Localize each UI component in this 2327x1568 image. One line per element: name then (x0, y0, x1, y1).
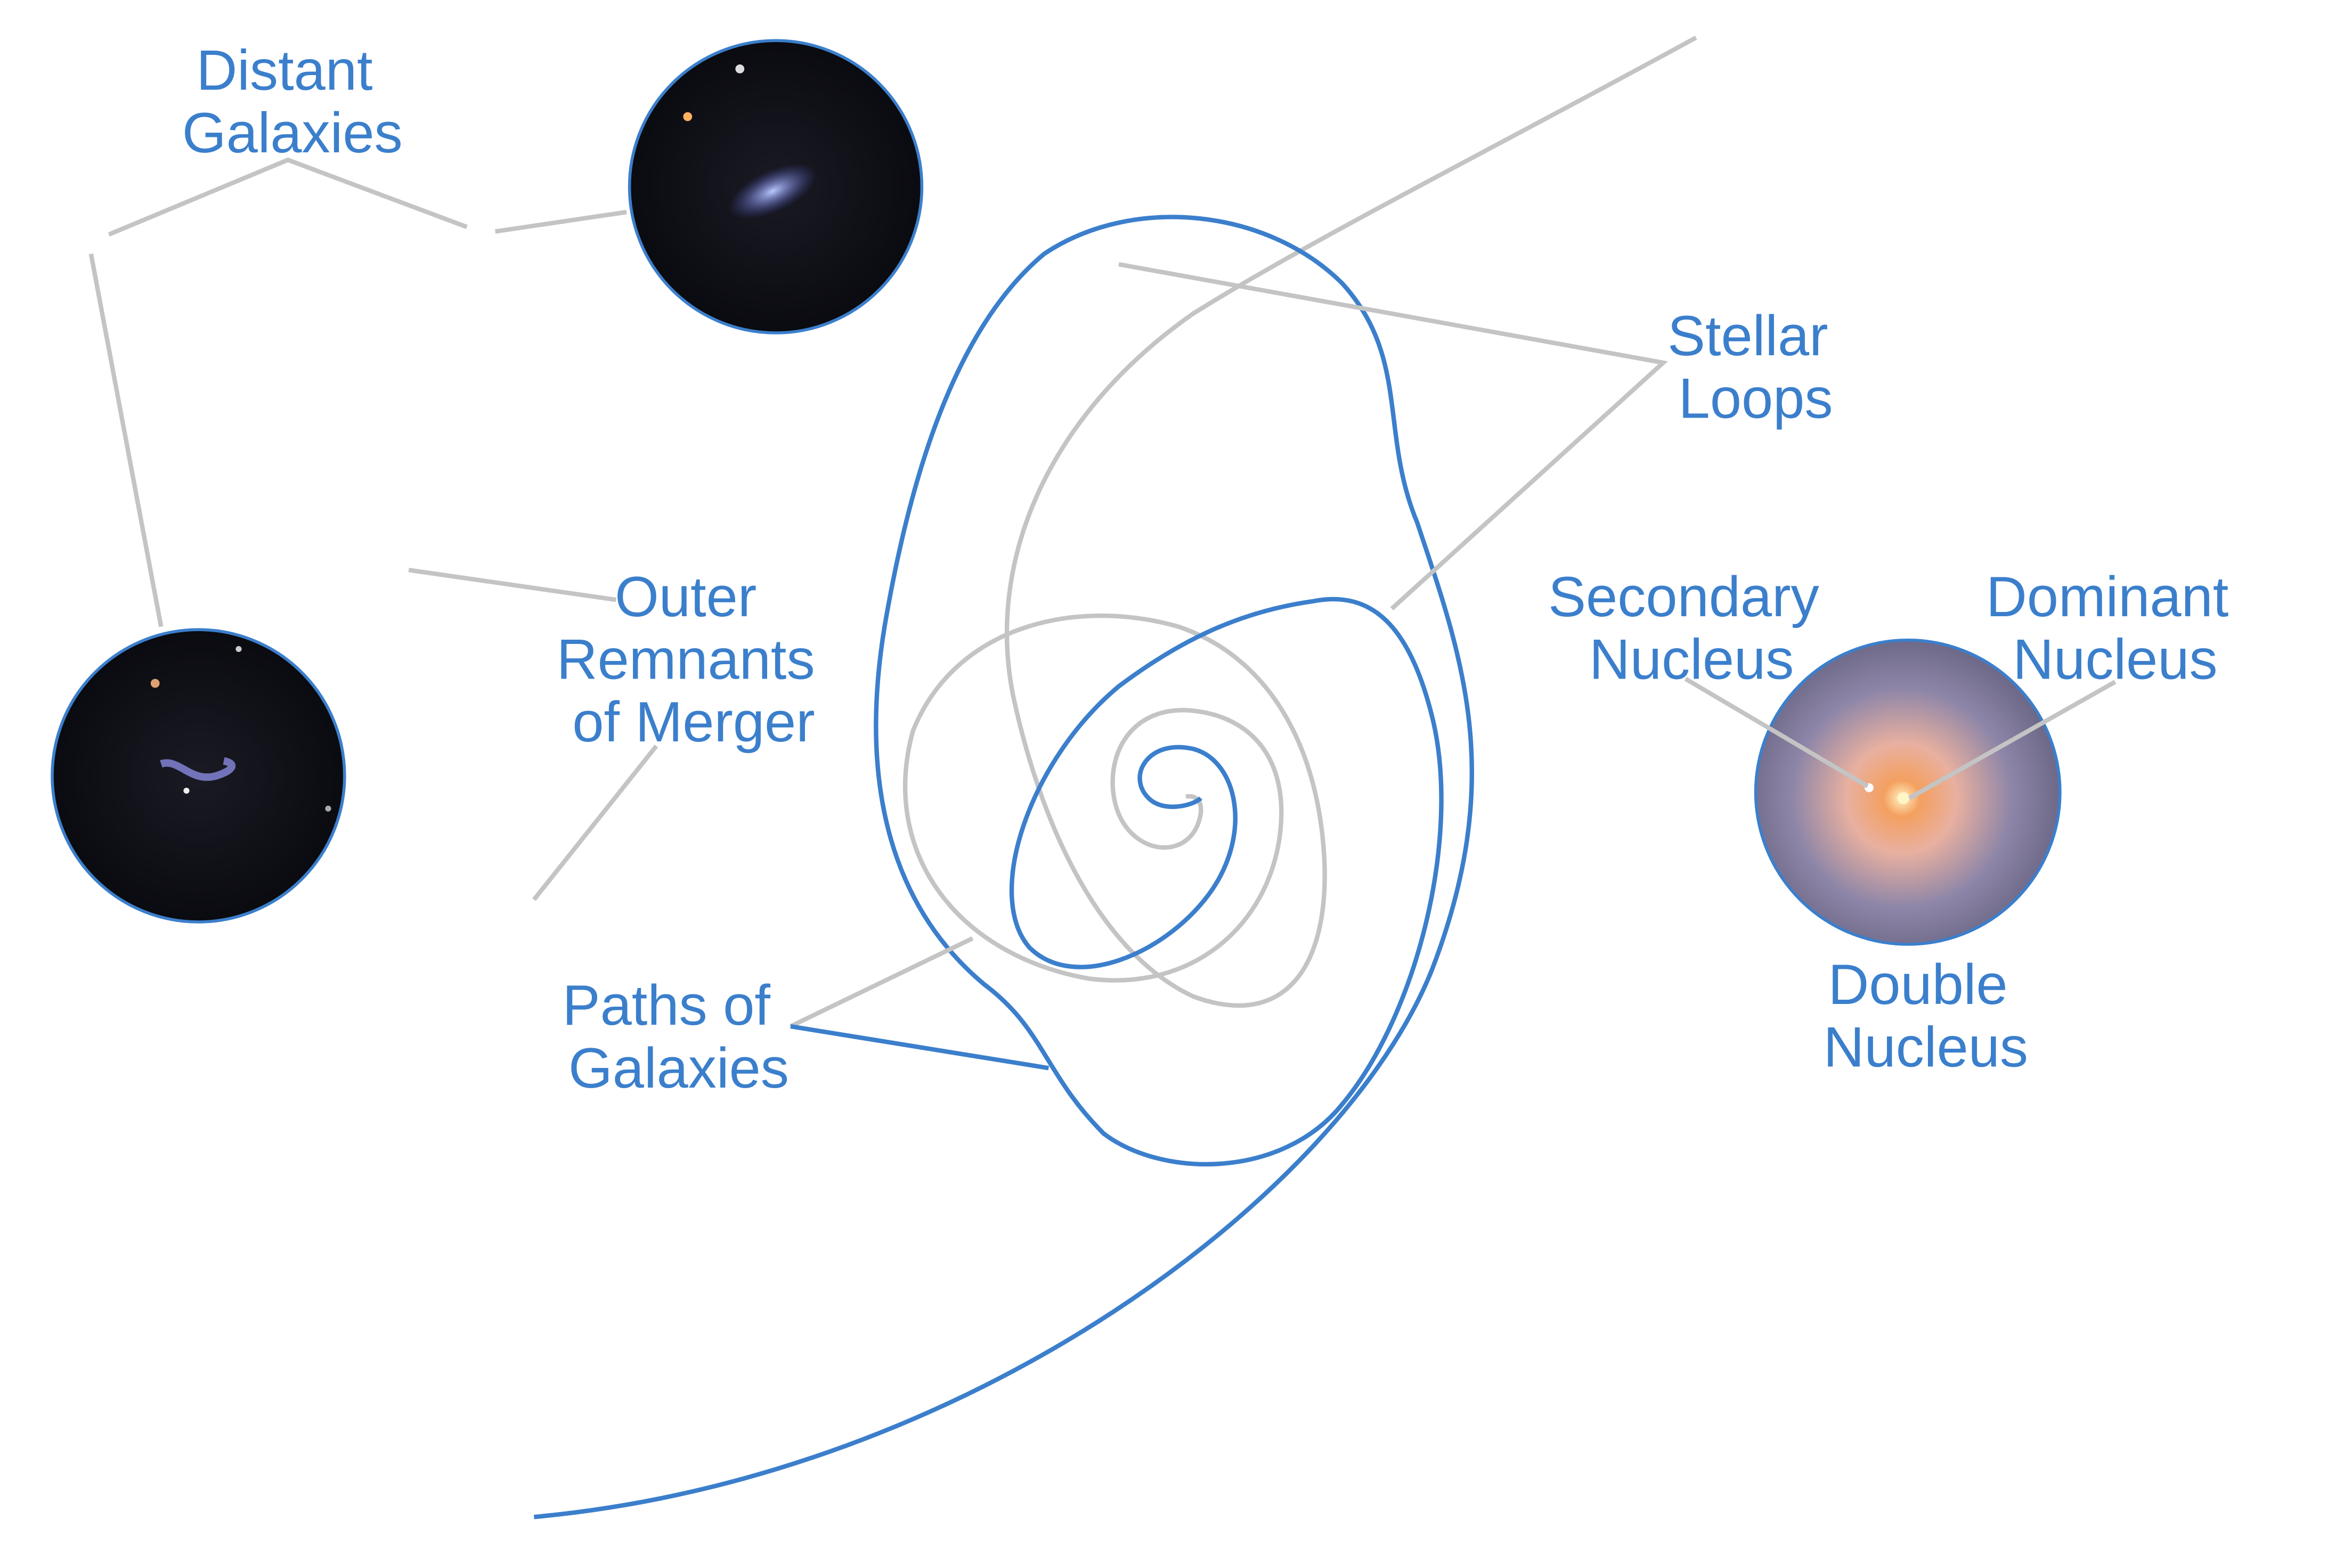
double-nucleus-label: Double Nucleus (1824, 953, 2028, 1079)
paths-of-galaxies-label: Paths of Galaxies (563, 974, 789, 1100)
double-nucleus-image (1684, 639, 2117, 946)
distant-galaxy-image-left (51, 628, 346, 924)
distant-galaxies-label: Distant Galaxies (182, 39, 403, 165)
secondary-nucleus-label: Secondary Nucleus (1548, 565, 1835, 691)
outer-remnants-label: Outer Remnants of Merger (557, 565, 831, 754)
dominant-nucleus-label: Dominant Nucleus (1986, 565, 2244, 691)
stellar-loop-path (903, 35, 1697, 1008)
leader-lines (88, 157, 1669, 1071)
distant-galaxy-image-top (628, 39, 924, 334)
stellar-loops-label: Stellar Loops (1667, 304, 1844, 430)
galaxy-path (534, 215, 1475, 1520)
